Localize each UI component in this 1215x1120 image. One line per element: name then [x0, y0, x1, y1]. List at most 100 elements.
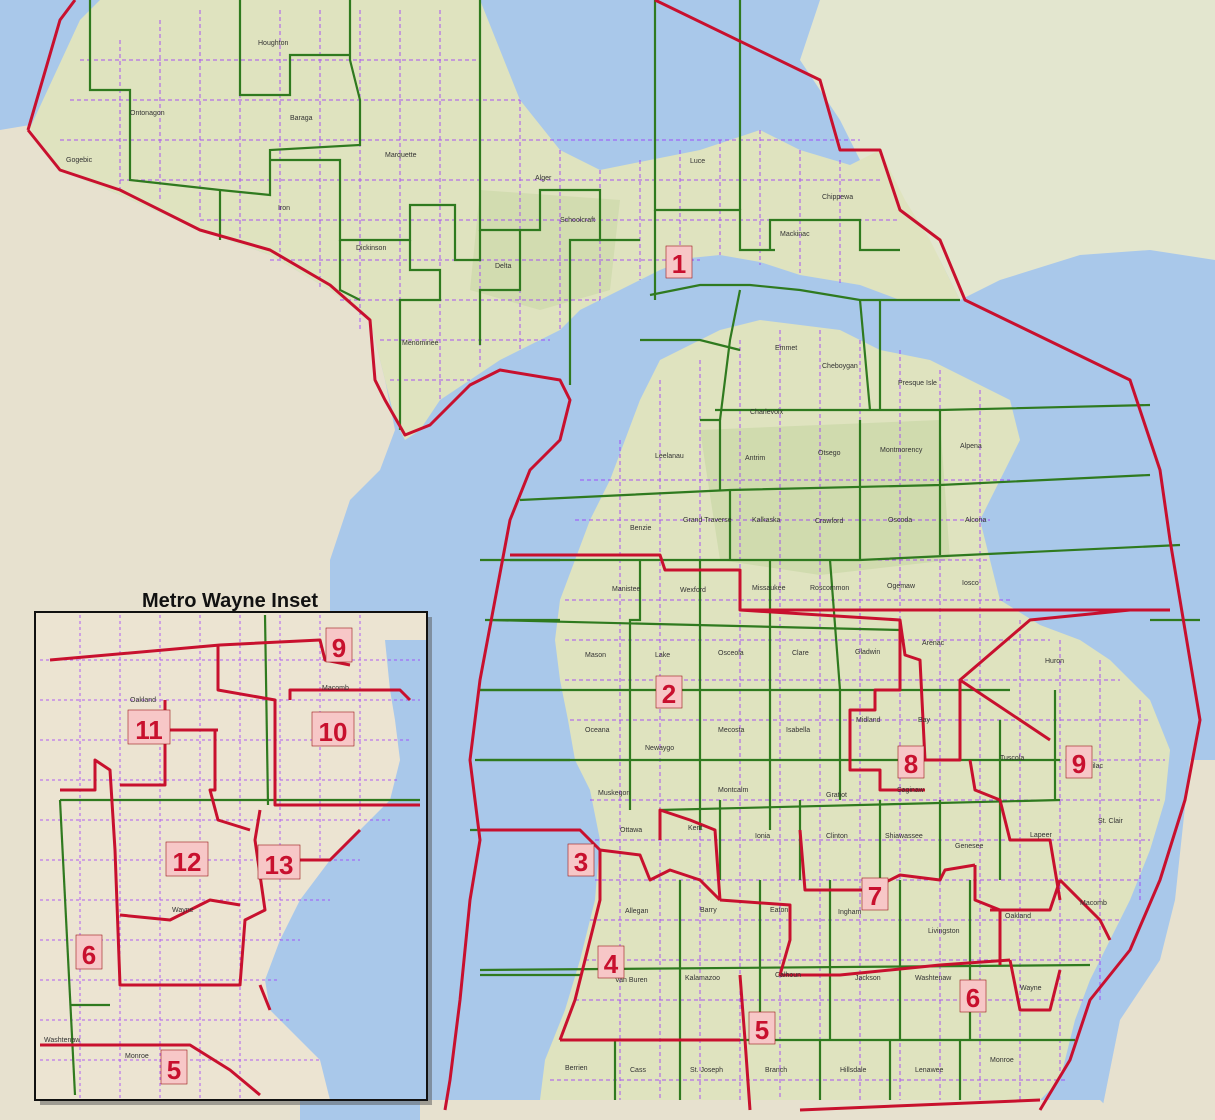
county-label: Gratiot [826, 792, 847, 799]
svg-text:9: 9 [332, 633, 346, 663]
county-label: Iron [278, 205, 290, 212]
inset-district-12-label: 12 [165, 841, 209, 877]
forest-patch [700, 420, 950, 575]
svg-text:4: 4 [604, 949, 619, 979]
county-label: Baraga [290, 115, 313, 122]
county-label: Arenac [922, 640, 945, 647]
county-label: St. Joseph [690, 1067, 723, 1074]
svg-text:6: 6 [82, 940, 96, 970]
county-label: Ontonagon [130, 110, 165, 117]
county-label: Mecosta [718, 727, 745, 734]
county-label: Alpena [960, 443, 982, 450]
svg-text:8: 8 [904, 749, 918, 779]
district-6-label: 6 [959, 979, 987, 1013]
county-label: Muskegon [598, 790, 630, 797]
county-label: Midland [856, 717, 881, 724]
county-label: Schoolcraft [560, 217, 595, 224]
inset-county-label: Macomb [322, 685, 349, 692]
county-label: Lenawee [915, 1067, 944, 1074]
svg-text:12: 12 [173, 847, 202, 877]
county-label: Iosco [962, 580, 979, 587]
county-label: Jackson [855, 975, 881, 982]
svg-text:3: 3 [574, 847, 588, 877]
county-label: Genesee [955, 843, 984, 850]
county-label: Benzie [630, 525, 652, 532]
county-label: Roscommon [810, 585, 849, 592]
county-label: Berrien [565, 1065, 588, 1072]
county-label: Leelanau [655, 453, 684, 460]
county-label: Cheboygan [822, 363, 858, 370]
inset-county-label: Wayne [172, 907, 194, 914]
county-label: Livingston [928, 928, 960, 935]
inset-district-5-label: 5 [160, 1049, 188, 1085]
county-label: Presque Isle [898, 380, 937, 387]
county-label: Hillsdale [840, 1067, 867, 1074]
county-label: Crawford [815, 518, 844, 525]
svg-text:13: 13 [265, 850, 294, 880]
county-label: Houghton [258, 40, 288, 47]
svg-text:2: 2 [662, 679, 676, 709]
district-8-label: 8 [897, 745, 925, 779]
county-label: Oscoda [888, 517, 912, 524]
county-label: Ogemaw [887, 583, 916, 590]
county-label: Barry [700, 907, 717, 914]
county-label: Washtenaw [915, 975, 952, 982]
svg-text:5: 5 [755, 1015, 769, 1045]
county-label: Delta [495, 263, 511, 270]
county-label: Ottawa [620, 827, 642, 834]
district-4-label: 4 [597, 945, 625, 979]
district-5-label: 5 [748, 1011, 776, 1045]
county-label: Kent [688, 825, 702, 832]
svg-text:5: 5 [167, 1055, 181, 1085]
district-2-label: 2 [655, 675, 683, 709]
inset-county-label: Washtenaw [44, 1037, 81, 1044]
county-label: Emmet [775, 345, 797, 352]
county-label: Menominee [402, 340, 439, 347]
inset-frame [34, 611, 428, 1101]
inset-water [265, 640, 427, 1100]
county-label: Manistee [612, 586, 641, 593]
inset-title: Metro Wayne Inset [142, 590, 318, 612]
township-grid-up [60, 10, 900, 430]
metro-wayne-inset: Metro Wayne Inset [34, 590, 432, 1105]
district-7-label: 7 [861, 877, 889, 911]
county-label: Montcalm [718, 787, 749, 794]
county-label: Lake [655, 652, 670, 659]
county-label: Shiawassee [885, 833, 923, 840]
county-label: Clinton [826, 833, 848, 840]
inset-district-10-label: 10 [311, 711, 355, 747]
svg-text:11: 11 [135, 715, 163, 745]
county-label: Ingham [838, 909, 862, 916]
inset-district-9-label: 9 [325, 627, 353, 663]
ontario-south-land [1100, 760, 1215, 1120]
county-label: Cass [630, 1067, 646, 1074]
county-lines [88, 0, 1200, 1100]
county-label: Kalamazoo [685, 975, 720, 982]
county-label: Missaukee [752, 585, 786, 592]
inset-county-label: Oakland [130, 697, 156, 704]
county-label: Alcona [965, 517, 987, 524]
district-labels: 1 2 3 4 5 6 7 8 9 [567, 245, 1093, 1045]
county-label: Huron [1045, 658, 1064, 665]
county-label: Antrim [745, 455, 765, 462]
county-label: Clare [792, 650, 809, 657]
county-label: Isabella [786, 727, 810, 734]
district-1-label: 1 [665, 245, 693, 279]
county-label: Van Buren [615, 977, 648, 984]
svg-text:10: 10 [319, 717, 348, 747]
inset-district-6-label: 6 [75, 934, 103, 970]
county-label: Wayne [1020, 985, 1042, 992]
county-label: Dickinson [356, 245, 386, 252]
county-label: Otsego [818, 450, 841, 457]
forest-patch [470, 190, 620, 310]
svg-text:1: 1 [672, 249, 686, 279]
county-label: Tuscola [1000, 755, 1024, 762]
county-label: Oakland [1005, 913, 1031, 920]
inset-district-13-label: 13 [257, 844, 301, 880]
ohio-land [420, 1100, 1120, 1120]
county-label: Grand Traverse [683, 517, 732, 524]
svg-text:9: 9 [1072, 749, 1086, 779]
county-label: Calhoun [775, 972, 801, 979]
county-label: Kalkaska [752, 517, 781, 524]
